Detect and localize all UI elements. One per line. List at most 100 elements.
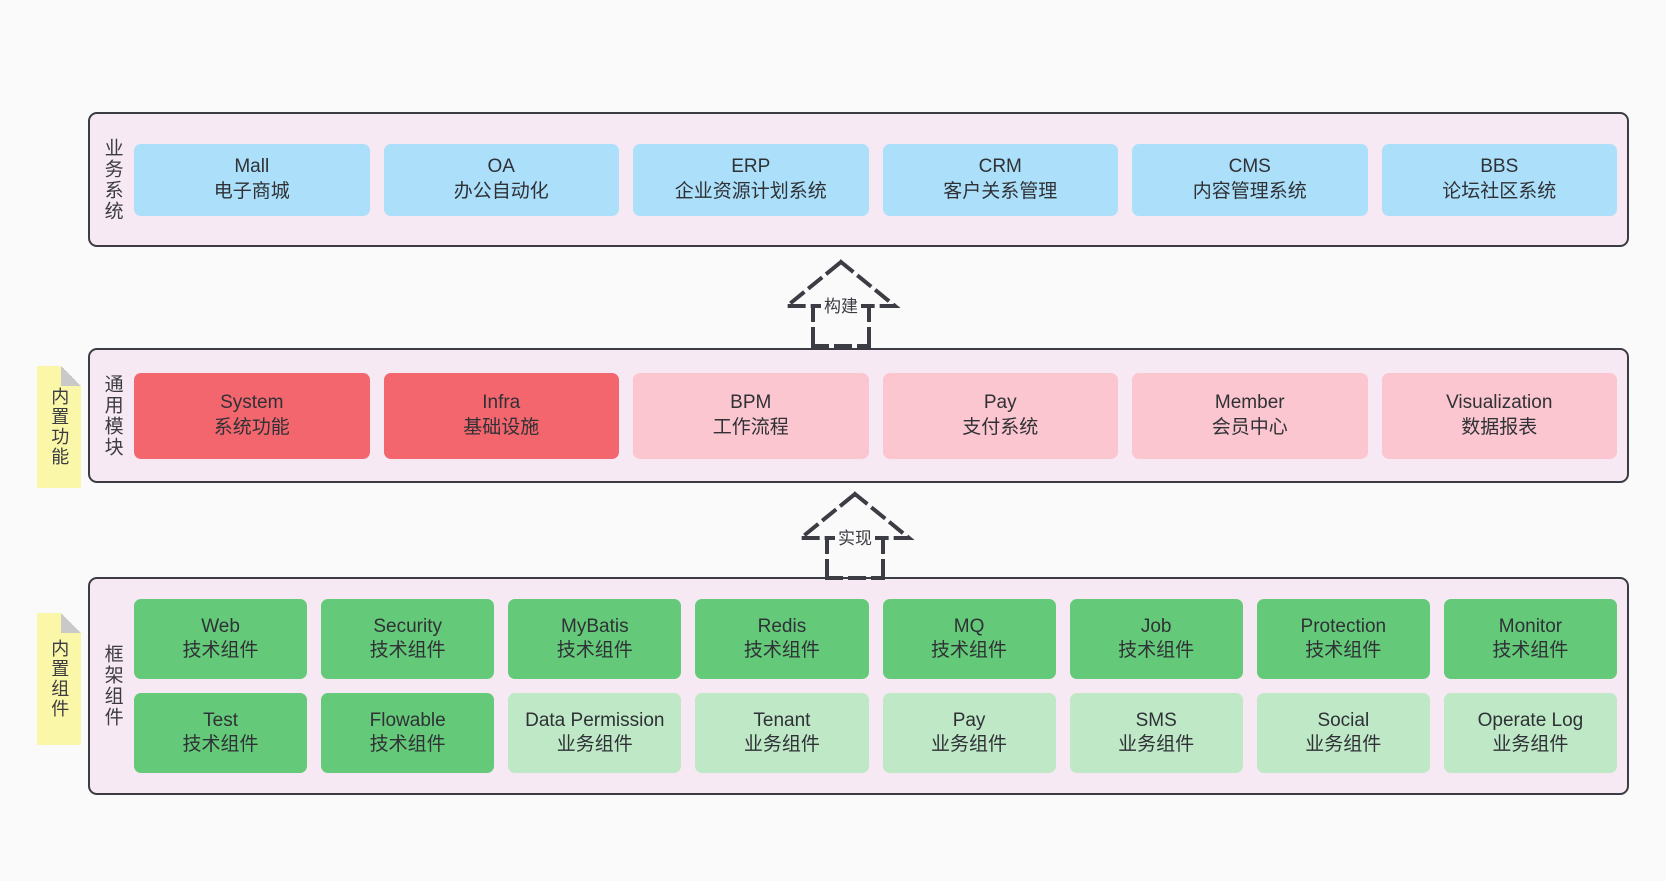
note-builtin-components: 内置组件: [37, 613, 81, 745]
node-oa[interactable]: OA 办公自动化: [383, 143, 619, 216]
layer-framework-components: 框架组件 Web 技术组件 Security 技术组件 MyBatis 技术组件…: [88, 577, 1629, 795]
node-monitor[interactable]: Monitor 技术组件: [1443, 599, 1617, 679]
node-subtitle: 技术组件: [931, 640, 1008, 661]
node-subtitle: 业务组件: [1305, 734, 1382, 755]
node-title: Tenant: [753, 709, 811, 731]
layer-business: 业务系统 Mall 电子商城 OA 办公自动化 ERP 企业资源计划系统 CRM…: [88, 112, 1629, 247]
node-title: ERP: [731, 156, 771, 178]
node-sms[interactable]: SMS 业务组件: [1069, 693, 1243, 773]
node-title: Pay: [983, 392, 1017, 414]
node-protection[interactable]: Protection 技术组件: [1256, 599, 1430, 679]
node-title: Job: [1140, 615, 1172, 637]
layer-title-business: 业务系统: [101, 137, 123, 222]
node-subtitle: 技术组件: [182, 640, 259, 661]
node-redis[interactable]: Redis 技术组件: [695, 599, 869, 679]
node-system[interactable]: System 系统功能: [134, 372, 370, 459]
node-title: Flowable: [369, 709, 446, 731]
node-title: Operate Log: [1477, 709, 1584, 731]
node-subtitle: 技术组件: [1492, 640, 1569, 661]
node-subtitle: 电子商城: [213, 180, 290, 202]
layer-body-business: Mall 电子商城 OA 办公自动化 ERP 企业资源计划系统 CRM 客户关系…: [134, 114, 1627, 245]
node-subtitle: 技术组件: [1118, 640, 1195, 661]
connector-build: 构建: [756, 258, 926, 350]
node-title: Test: [203, 709, 238, 731]
node-row: Test 技术组件 Flowable 技术组件 Data Permission …: [134, 693, 1617, 773]
layer-common-modules: 通用模块 System 系统功能 Infra 基础设施 BPM 工作流程 Pay…: [88, 348, 1629, 483]
node-title: Protection: [1300, 615, 1387, 637]
node-erp[interactable]: ERP 企业资源计划系统: [633, 143, 869, 216]
layer-title-framework: 框架组件: [101, 644, 123, 728]
connector-label: 实现: [835, 524, 875, 549]
node-row: Web 技术组件 Security 技术组件 MyBatis 技术组件 Redi…: [134, 599, 1617, 679]
node-data-permission[interactable]: Data Permission 业务组件: [508, 693, 682, 773]
node-crm[interactable]: CRM 客户关系管理: [882, 143, 1118, 216]
node-pay-module[interactable]: Pay 支付系统: [882, 372, 1118, 459]
node-subtitle: 数据报表: [1461, 416, 1538, 438]
node-title: Social: [1317, 709, 1370, 731]
node-row: Mall 电子商城 OA 办公自动化 ERP 企业资源计划系统 CRM 客户关系…: [134, 143, 1617, 216]
note-label: 内置功能: [49, 387, 70, 467]
node-title: BBS: [1480, 156, 1519, 178]
node-subtitle: 工作流程: [712, 416, 789, 438]
node-infra[interactable]: Infra 基础设施: [383, 372, 619, 459]
node-title: Monitor: [1498, 615, 1563, 637]
node-subtitle: 技术组件: [369, 640, 446, 661]
node-operate-log[interactable]: Operate Log 业务组件: [1443, 693, 1617, 773]
node-title: System: [220, 392, 284, 414]
node-subtitle: 内容管理系统: [1192, 180, 1307, 202]
node-subtitle: 系统功能: [213, 416, 290, 438]
node-social[interactable]: Social 业务组件: [1256, 693, 1430, 773]
node-member[interactable]: Member 会员中心: [1132, 372, 1368, 459]
node-subtitle: 技术组件: [182, 734, 259, 755]
layer-title-common: 通用模块: [101, 373, 123, 458]
note-builtin-features: 内置功能: [37, 366, 81, 488]
node-mall[interactable]: Mall 电子商城: [134, 143, 370, 216]
node-subtitle: 会员中心: [1211, 416, 1288, 438]
node-subtitle: 业务组件: [743, 734, 820, 755]
node-subtitle: 基础设施: [463, 416, 540, 438]
note-label: 内置组件: [49, 639, 70, 719]
node-flowable[interactable]: Flowable 技术组件: [321, 693, 495, 773]
node-title: Mall: [234, 156, 270, 178]
node-title: BPM: [730, 392, 772, 414]
node-title: OA: [487, 156, 515, 178]
node-subtitle: 技术组件: [743, 640, 820, 661]
node-title: MyBatis: [561, 615, 629, 637]
node-title: Visualization: [1446, 392, 1553, 414]
node-subtitle: 办公自动化: [453, 180, 549, 202]
node-title: Member: [1214, 392, 1285, 414]
node-pay-component[interactable]: Pay 业务组件: [882, 693, 1056, 773]
node-test[interactable]: Test 技术组件: [134, 693, 308, 773]
node-security[interactable]: Security 技术组件: [321, 599, 495, 679]
node-title: Infra: [482, 392, 521, 414]
node-title: Web: [201, 615, 240, 637]
layer-body-framework: Web 技术组件 Security 技术组件 MyBatis 技术组件 Redi…: [134, 579, 1627, 793]
node-subtitle: 支付系统: [962, 416, 1039, 438]
node-title: CRM: [978, 156, 1022, 178]
node-web[interactable]: Web 技术组件: [134, 599, 308, 679]
node-subtitle: 业务组件: [931, 734, 1008, 755]
node-subtitle: 技术组件: [369, 734, 446, 755]
node-subtitle: 企业资源计划系统: [674, 180, 827, 202]
node-title: Pay: [952, 709, 986, 731]
node-mybatis[interactable]: MyBatis 技术组件: [508, 599, 682, 679]
node-title: CMS: [1228, 156, 1271, 178]
node-job[interactable]: Job 技术组件: [1069, 599, 1243, 679]
node-row: System 系统功能 Infra 基础设施 BPM 工作流程 Pay 支付系统…: [134, 372, 1617, 459]
node-subtitle: 业务组件: [1492, 734, 1569, 755]
node-subtitle: 客户关系管理: [943, 180, 1058, 202]
node-subtitle: 论坛社区系统: [1442, 180, 1557, 202]
node-visualization[interactable]: Visualization 数据报表: [1381, 372, 1617, 459]
connector-label: 构建: [821, 292, 861, 317]
layer-body-common: System 系统功能 Infra 基础设施 BPM 工作流程 Pay 支付系统…: [134, 350, 1627, 481]
node-bpm[interactable]: BPM 工作流程: [633, 372, 869, 459]
node-subtitle: 技术组件: [556, 640, 633, 661]
node-bbs[interactable]: BBS 论坛社区系统: [1381, 143, 1617, 216]
node-cms[interactable]: CMS 内容管理系统: [1132, 143, 1368, 216]
node-title: MQ: [953, 615, 985, 637]
node-mq[interactable]: MQ 技术组件: [882, 599, 1056, 679]
node-title: Data Permission: [525, 709, 665, 731]
node-title: Security: [373, 615, 442, 637]
node-tenant[interactable]: Tenant 业务组件: [695, 693, 869, 773]
